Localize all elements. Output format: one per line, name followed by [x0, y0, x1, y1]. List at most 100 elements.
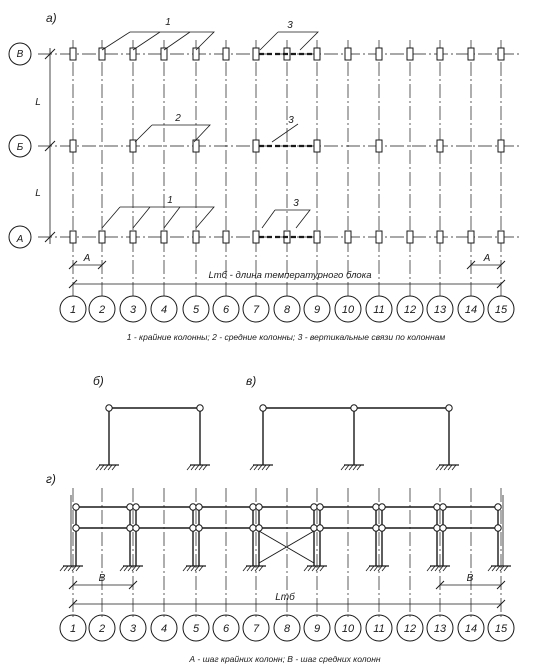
elev-base-7-hatch	[258, 565, 264, 572]
middle-column-b-9	[313, 139, 321, 153]
column-axis-bubble-15	[487, 295, 515, 323]
edge-column-a-13	[436, 230, 444, 244]
edge-step-label-right: А	[483, 253, 491, 264]
column-axis-bubble-6	[212, 295, 240, 323]
callout-1-top-shelf	[130, 31, 215, 51]
elev-base-9-hatch	[303, 565, 309, 572]
elev-bracing-diagonal-2	[258, 530, 315, 564]
elev-hinge-mid-9-0	[310, 524, 318, 532]
elev-hinge-mid-7-0	[249, 524, 257, 532]
elev-axis-bubble-14	[457, 614, 485, 642]
column-axis-bubble-12	[396, 295, 424, 323]
elev-base-13-hatch	[426, 565, 432, 572]
frame-v-base-middle-hatch	[344, 464, 350, 471]
frame-b-base-right-hatch	[186, 464, 192, 471]
column-axis-label-12: 12	[404, 304, 416, 316]
elev-axis-bubble-9	[303, 614, 331, 642]
edge-column-v-1	[69, 47, 77, 61]
column-axis-label-10: 10	[342, 304, 355, 316]
edge-column-v-15	[497, 47, 505, 61]
elev-base-5-hatch	[194, 565, 200, 572]
edge-column-v-10	[344, 47, 352, 61]
elev-axis-bubble-8	[273, 614, 301, 642]
callout-2-leader	[134, 124, 153, 143]
column-axis-bubble-4	[150, 295, 178, 323]
frame-b-base-right-hatch	[202, 464, 208, 471]
elev-axis-label-9: 9	[314, 623, 320, 635]
elev-base-3-hatch	[123, 565, 129, 572]
frame-v-base-right-hatch	[451, 464, 457, 471]
frame-v-hinge-left	[259, 404, 267, 412]
elev-hinge-mid-11-0	[372, 524, 380, 532]
frame-v-base-middle-hatch	[348, 464, 354, 471]
elev-axis-bubble-1	[59, 614, 87, 642]
bay-tick-v	[44, 48, 56, 60]
edge-column-v-11	[375, 47, 383, 61]
elev-hinge-top-9-0	[310, 503, 318, 511]
callout-3-top: 3	[287, 20, 293, 31]
edge-column-v-12	[406, 47, 414, 61]
elev-base-3-hatch	[135, 565, 141, 572]
bay-label-bottom: L	[35, 188, 41, 199]
callout-3-middle: 3	[288, 115, 294, 126]
frame-v-base-left-hatch	[265, 464, 271, 471]
elev-hinge-top-11-1	[378, 503, 386, 511]
elev-base-1-hatch	[63, 565, 69, 572]
row-axis-bubble-a	[8, 225, 32, 249]
bay-tick-b	[44, 140, 56, 152]
elev-axis-label-10: 10	[342, 623, 355, 635]
row-axis-label-a: А	[16, 234, 24, 245]
elev-hinge-mid-3-1	[132, 524, 140, 532]
middle-step-dim-left-tick-l	[68, 580, 78, 590]
frame-v-base-right-hatch	[435, 464, 441, 471]
callout-3-bottom-shelf	[275, 209, 311, 229]
edge-column-v-6	[222, 47, 230, 61]
callout-1-bottom-leader-1	[132, 206, 151, 229]
edge-step-label-left: А	[83, 253, 91, 264]
edge-column-v-2	[98, 47, 106, 61]
callout-3-bottom-leader	[261, 209, 276, 229]
callout-1-top-leader-2	[163, 31, 191, 51]
elev-axis-bubble-2	[88, 614, 116, 642]
edge-column-a-11	[375, 230, 383, 244]
elev-axis-label-14: 14	[465, 623, 477, 635]
column-axis-bubble-13	[426, 295, 454, 323]
callout-1-top-leader-0	[101, 31, 131, 51]
elev-base-9-hatch	[307, 565, 313, 572]
edge-column-a-6	[222, 230, 230, 244]
frame-b-base-left-hatch	[95, 464, 101, 471]
frame-v-base-middle-hatch	[340, 464, 346, 471]
column-axis-bubble-11	[365, 295, 393, 323]
middle-step-dim-left-tick-r	[128, 580, 138, 590]
column-axis-label-2: 2	[98, 304, 105, 316]
elev-axis-label-4: 4	[161, 623, 167, 635]
callout-2-shelf	[152, 124, 211, 143]
row-axis-bubble-b	[8, 134, 32, 158]
elev-axis-label-5: 5	[193, 623, 200, 635]
row-axis-label-b: Б	[17, 142, 24, 153]
column-axis-label-11: 11	[373, 304, 384, 316]
column-axis-label-13: 13	[434, 304, 447, 316]
column-axis-bubble-9	[303, 295, 331, 323]
elev-hinge-top-7-0	[249, 503, 257, 511]
frame-v-hinge-right	[445, 404, 453, 412]
edge-column-a-5	[192, 230, 200, 244]
elev-hinge-mid-1-0	[72, 524, 80, 532]
callout-1-bottom: 1	[167, 195, 173, 206]
edge-column-v-4	[160, 47, 168, 61]
edge-column-a-7	[252, 230, 260, 244]
frame-b-base-left-hatch	[111, 464, 117, 471]
middle-column-b-7	[252, 139, 260, 153]
elev-base-15-hatch	[491, 565, 497, 572]
frame-b-base-right-hatch	[190, 464, 196, 471]
elev-axis-label-12: 12	[404, 623, 416, 635]
elev-base-15-hatch	[495, 565, 501, 572]
elev-axis-label-7: 7	[253, 623, 260, 635]
middle-step-label-right: В	[467, 573, 474, 584]
elev-base-11-hatch	[369, 565, 375, 572]
column-axis-bubble-1	[59, 295, 87, 323]
middle-step-dim-right-tick-r	[496, 580, 506, 590]
elev-base-9-hatch	[311, 565, 317, 572]
column-axis-bubble-14	[457, 295, 485, 323]
